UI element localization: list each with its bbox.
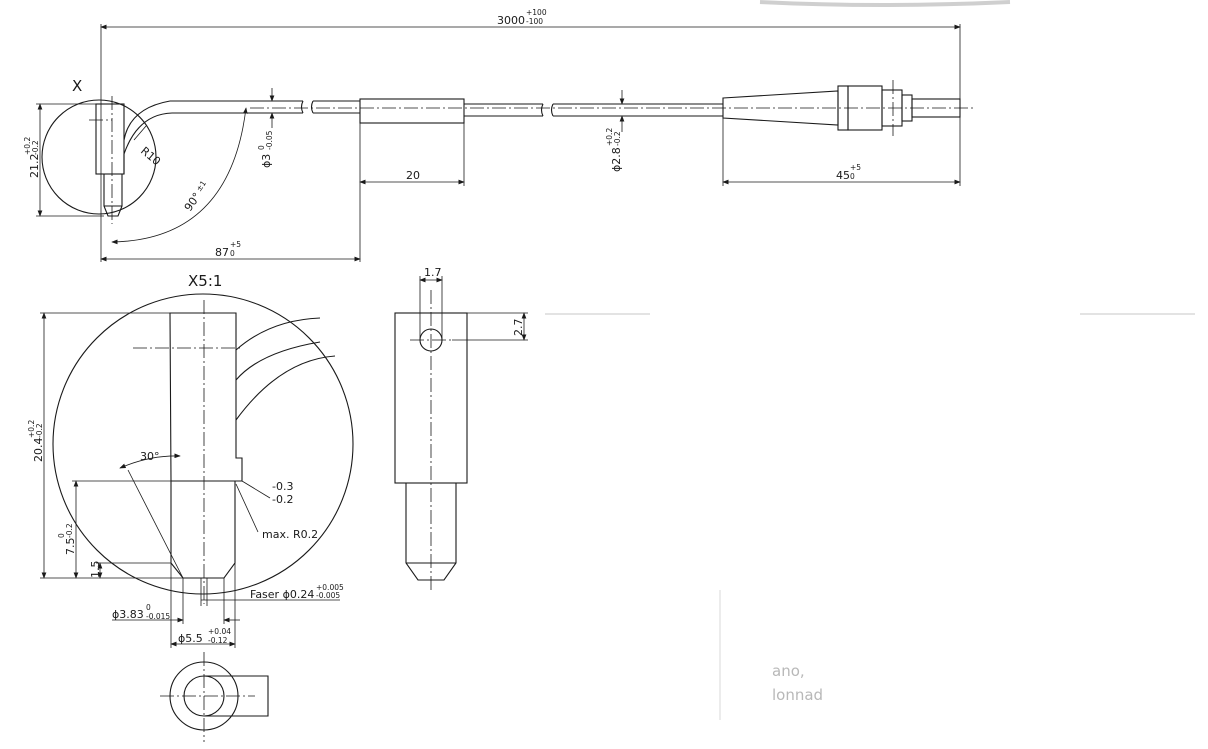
side-view: 1.7 2.7: [394, 266, 528, 590]
probe-to-sleeve-tol-lower: 0: [230, 249, 235, 258]
probe-height-tol-upper: +0.2: [23, 137, 32, 155]
bend-angle-dimension: 90° ±1: [111, 107, 248, 245]
cone-angle-dimension: 30°: [119, 450, 184, 579]
cable-diameter-tol-lower: -0.05: [265, 130, 274, 150]
step-tolerance: -0.3 -0.2: [241, 480, 293, 506]
detail-view: X5:1 30° 20.4 +0.2 -0.2: [27, 272, 354, 742]
hole-offset-value: 2.7: [512, 319, 525, 337]
sleeve-length-value: 20: [406, 169, 420, 182]
probe-body: [89, 96, 125, 224]
tip-diameter-dimension: ϕ3.83 0 -0.015: [112, 578, 240, 624]
tip-diameter-tol-lower: -0.015: [146, 612, 170, 621]
tip-length-tol-lower: -0.2: [65, 523, 74, 538]
hole-offset-dimension: 2.7: [452, 312, 528, 341]
chamfer-length-dimension: 1.5: [89, 561, 171, 579]
max-radius-note: max. R0.2: [235, 483, 318, 541]
body-diameter-value: ϕ5.5: [178, 632, 203, 645]
scan-artifact: [759, 0, 1011, 7]
connector-length-value: 45: [836, 169, 850, 182]
connector-length-tol-lower: 0: [850, 172, 855, 181]
faser-label: Faser ϕ0.24: [250, 588, 314, 601]
cone-angle-value: 30°: [140, 450, 160, 463]
step-lower-value: -0.2: [272, 493, 293, 506]
probe-height-dimension: 21.2 +0.2 -0.2: [23, 103, 104, 217]
body-diameter-tol-upper: +0.04: [208, 627, 231, 636]
bend-radius-label: R10: [138, 144, 163, 168]
faser-tol-upper: +0.005: [316, 583, 344, 592]
total-length-tol-lower: -100: [526, 17, 543, 26]
main-view: 3000 +100 -100 X R10 90° ±1: [23, 8, 975, 262]
tip-diameter-tol-upper: 0: [146, 603, 151, 612]
tip-length-tol-upper: 0: [57, 533, 66, 538]
connector-length-dimension: 45 +5 0: [722, 118, 961, 186]
detail-circle: [41, 99, 157, 215]
cable: [170, 98, 975, 124]
total-length-value: 3000: [497, 14, 525, 27]
fiber-diameter-tol-upper: +0.2: [605, 128, 614, 146]
detail-height-tol-lower: -0.2: [35, 423, 44, 438]
hole-width-dimension: 1.7: [419, 266, 443, 340]
sleeve: [359, 98, 465, 124]
detail-height-dimension: 20.4 +0.2 -0.2: [27, 312, 183, 579]
body-diameter-tol-lower: -0.12: [208, 636, 228, 645]
sleeve-length-dimension: 20: [359, 123, 465, 262]
fiber-diameter-dimension: ϕ2.8 +0.2 -0.2: [605, 90, 625, 172]
ghost-text-2: lonnad: [772, 686, 823, 704]
ghost-text-1: ano,: [772, 662, 805, 680]
bottom-section-view: [160, 652, 269, 742]
tip-length-dimension: 7.5 0 -0.2: [57, 480, 171, 579]
step-upper-value: -0.3: [272, 480, 293, 493]
faser-dimension: Faser ϕ0.24 +0.005 -0.005: [201, 583, 344, 601]
cable-diameter-dimension: ϕ3 0 -0.05: [257, 88, 275, 168]
detail-height-value: 20.4: [32, 438, 45, 463]
detail-view-circle: [52, 293, 354, 595]
probe-to-sleeve-tol-upper: +5: [230, 240, 241, 249]
cable-diameter-tol-upper: 0: [257, 145, 266, 150]
body-diameter-dimension: ϕ5.5 +0.04 -0.12: [170, 563, 236, 648]
probe-to-sleeve-dimension: 87 +5 0: [100, 240, 361, 262]
detail-marker: X: [72, 77, 82, 95]
hole-width-value: 1.7: [424, 266, 442, 279]
connector-length-tol-upper: +5: [850, 163, 861, 172]
detail-probe-body: [169, 312, 243, 579]
chamfer-length-value: 1.5: [89, 561, 102, 579]
cable-diameter-value: ϕ3: [260, 154, 273, 168]
probe-to-sleeve-value: 87: [215, 246, 229, 259]
fiber-diameter-tol-lower: -0.2: [613, 131, 622, 146]
connector: [722, 80, 961, 136]
scan-ghosts: ano, lonnad: [545, 313, 1195, 720]
tip-length-value: 7.5: [64, 538, 77, 556]
cable-bend: R10: [123, 100, 173, 168]
detail-height-tol-upper: +0.2: [27, 420, 36, 438]
total-length-dimension: 3000 +100 -100: [100, 8, 961, 262]
total-length-tol-upper: +100: [526, 8, 547, 17]
fiber-diameter-value: ϕ2.8: [610, 147, 623, 172]
probe-height-tol-lower: -0.2: [31, 140, 40, 155]
faser-tol-lower: -0.005: [316, 591, 340, 600]
probe-height-value: 21.2: [28, 154, 41, 179]
max-radius-value: max. R0.2: [262, 528, 318, 541]
detail-title: X5:1: [188, 272, 222, 290]
bend-angle-tol: ±1: [194, 179, 208, 193]
tip-diameter-value: ϕ3.83: [112, 608, 144, 621]
bend-angle-value: 90°: [182, 190, 204, 213]
